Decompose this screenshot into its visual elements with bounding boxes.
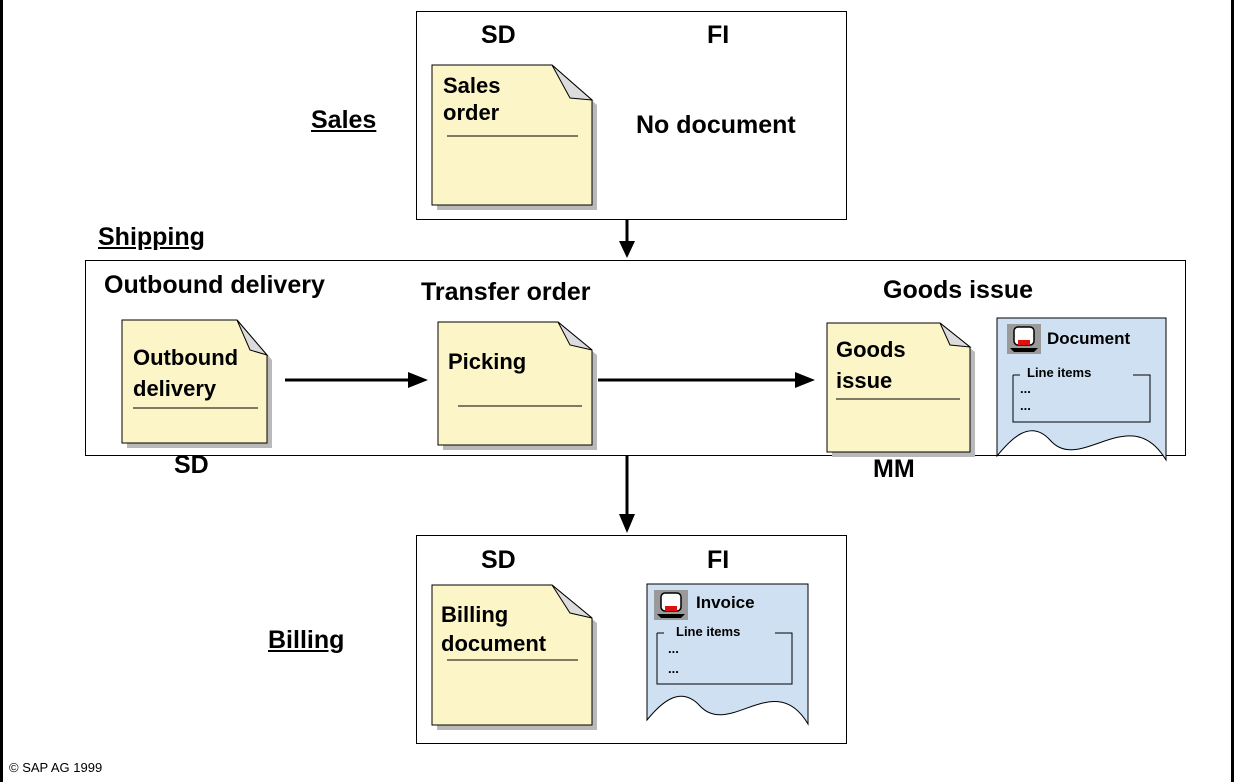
sales-doc-line1: Sales: [443, 73, 501, 98]
billing-fi-header: FI: [707, 546, 730, 574]
sales-order-document: [431, 64, 597, 210]
fi-invoice-document: [646, 583, 809, 726]
picking-document: [437, 321, 597, 450]
outbound-delivery-heading: Outbound delivery: [104, 271, 325, 299]
picking-to-goods-arrow: [598, 372, 815, 388]
shipping-label: Shipping: [98, 223, 205, 251]
fi-doc-dots-2: ...: [1020, 398, 1031, 413]
billing-document: [431, 584, 597, 730]
billing-doc-line1: Billing: [441, 602, 509, 627]
copyright-text: SAP AG 1999: [22, 760, 103, 775]
shipping-to-billing-arrow: [619, 456, 635, 533]
goods-issue-document: [826, 322, 975, 457]
sap-system-icon: [1007, 324, 1041, 354]
outbound-caption: SD: [174, 451, 209, 479]
fi-document-shipping: [996, 317, 1167, 462]
transfer-order-heading: Transfer order: [421, 278, 591, 306]
goods-doc-line1: Goods: [836, 337, 906, 362]
invoice-title: Invoice: [696, 593, 755, 612]
outbound-to-picking-arrow: [285, 372, 428, 388]
sales-sd-header: SD: [481, 21, 516, 49]
billing-sd-header: SD: [481, 546, 516, 574]
copyright-icon: ©: [9, 760, 19, 775]
billing-label: Billing: [268, 626, 345, 654]
copyright-footer: © SAP AG 1999: [9, 761, 102, 775]
sales-to-shipping-arrow: [619, 220, 635, 258]
sales-fi-text: No document: [636, 111, 796, 139]
fi-doc-line-items: Line items: [1027, 365, 1092, 380]
page-frame-right: [1231, 0, 1234, 782]
billing-doc-line2: document: [441, 631, 547, 656]
outbound-doc-line2: delivery: [133, 376, 217, 401]
sales-label: Sales: [311, 106, 377, 134]
goods-doc-line2: issue: [836, 368, 893, 393]
goods-issue-heading: Goods issue: [883, 276, 1034, 304]
fi-doc-title: Document: [1047, 329, 1131, 348]
goods-caption: MM: [873, 455, 915, 483]
page-frame-left: [0, 0, 3, 782]
sales-fi-header: FI: [707, 21, 730, 49]
outbound-doc-line1: Outbound: [133, 345, 239, 370]
outbound-delivery-document: [121, 319, 272, 448]
fi-doc-dots-1: ...: [1020, 381, 1031, 396]
invoice-dots-1: ...: [668, 641, 679, 656]
picking-doc-label: Picking: [448, 349, 527, 374]
sales-doc-line2: order: [443, 100, 500, 125]
sap-system-icon: [654, 590, 688, 620]
invoice-line-items: Line items: [676, 624, 741, 639]
invoice-dots-2: ...: [668, 661, 679, 676]
